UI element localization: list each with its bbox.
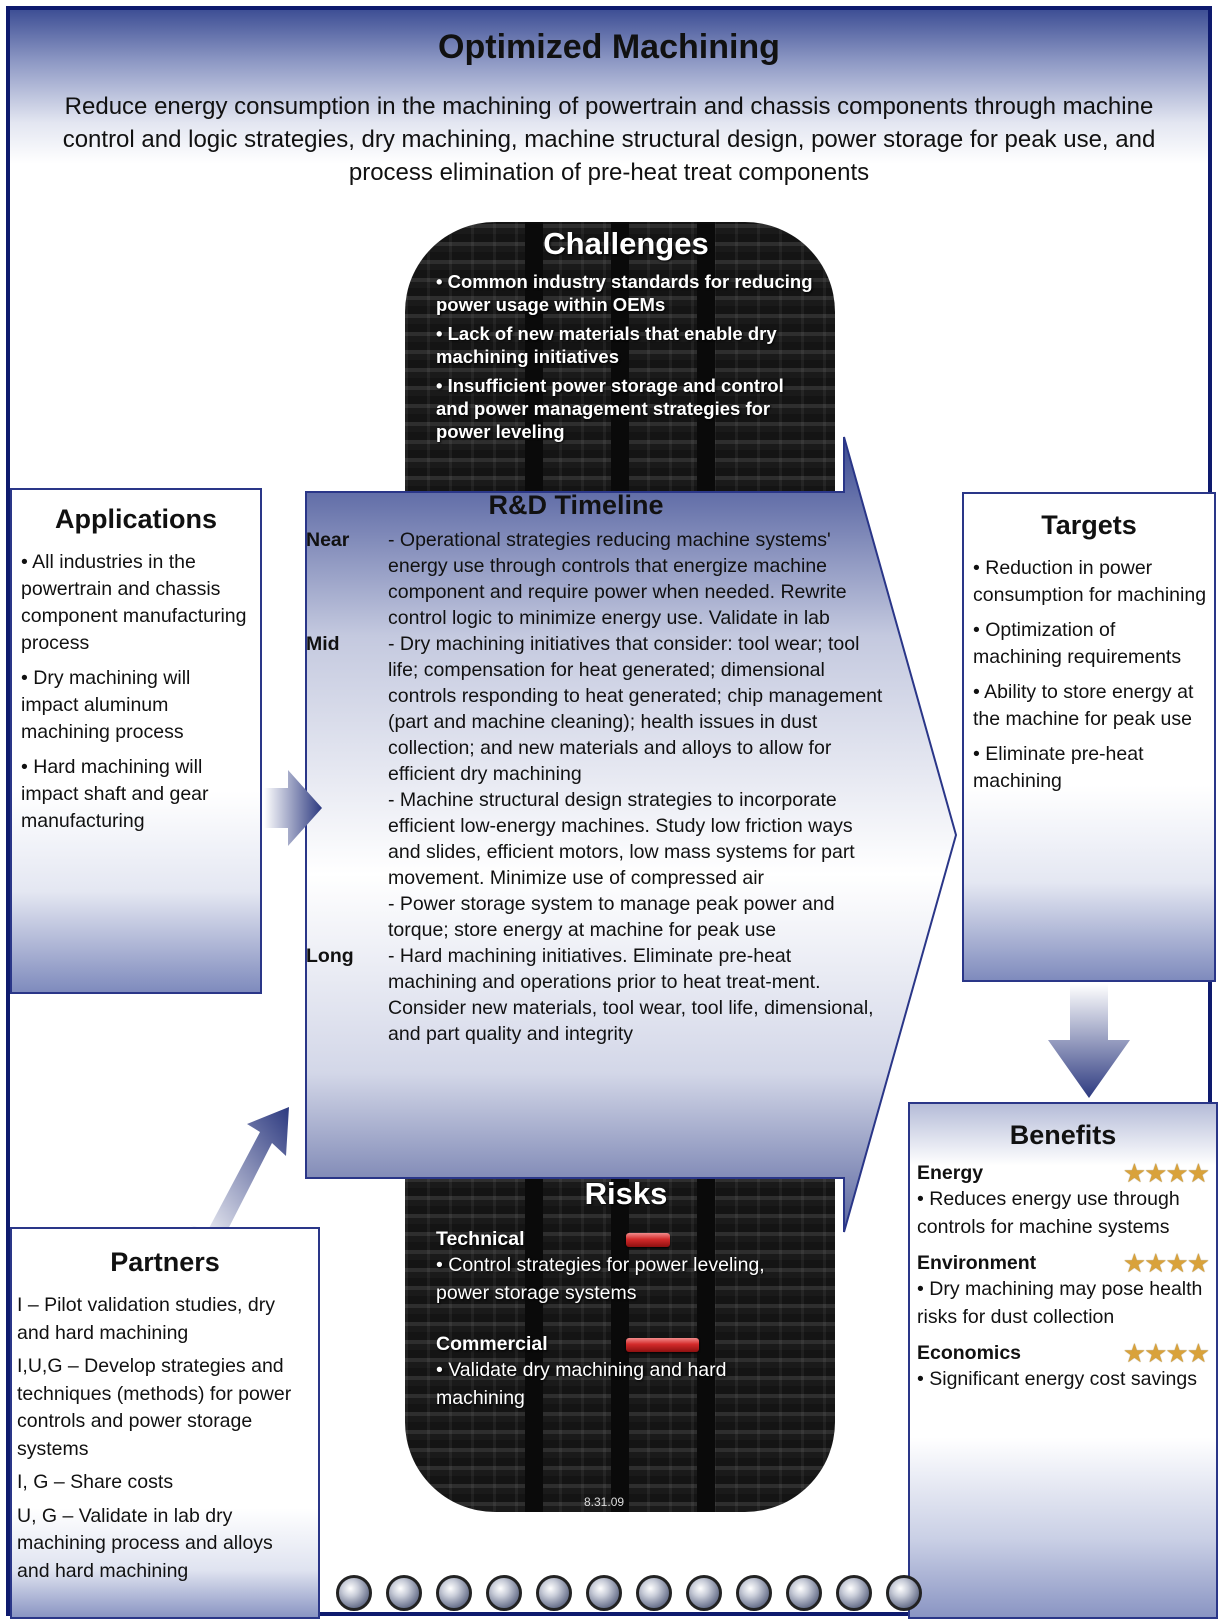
challenges-list: • Common industry standards for reducing… xyxy=(436,270,816,443)
target-item: • Reduction in power consumption for mac… xyxy=(973,557,1207,606)
partners-arrow xyxy=(190,1107,289,1241)
timeline-text: - Operational strategies reducing machin… xyxy=(388,529,847,629)
timeline-row-mid-3: - Power storage system to manage peak po… xyxy=(306,891,906,943)
timeline-label xyxy=(306,891,388,943)
benefit-text: • Significant energy cost savings xyxy=(917,1368,1197,1390)
rd-timeline: R&D Timeline Near - Operational strategi… xyxy=(306,490,906,1180)
challenges-section: Challenges • Common industry standards f… xyxy=(436,226,816,449)
footer-dot-icon xyxy=(586,1575,622,1611)
challenges-title: Challenges xyxy=(543,226,709,261)
timeline-text: - Power storage system to manage peak po… xyxy=(388,893,835,941)
application-item: • Dry machining will impact aluminum mac… xyxy=(21,667,191,743)
star-rating-icon: ★★★★ xyxy=(1122,1338,1210,1368)
targets-box: Targets • Reduction in power consumption… xyxy=(962,492,1216,982)
partner-item: I – Pilot validation studies, dry and ha… xyxy=(17,1294,275,1344)
risk-name: Technical xyxy=(436,1228,525,1250)
targets-arrow xyxy=(1048,984,1130,1098)
footer-dot-icon xyxy=(786,1575,822,1611)
risk-text: • Control strategies for power leveling,… xyxy=(436,1254,765,1304)
timeline-label xyxy=(306,787,388,891)
risks-section: Risks Technical • Control strategies for… xyxy=(436,1176,816,1412)
timeline-text: - Machine structural design strategies t… xyxy=(388,789,855,889)
risk-level-bar xyxy=(626,1232,670,1247)
partner-item: U, G – Validate in lab dry machining pro… xyxy=(17,1504,273,1582)
benefit-environment: Environment ★★★★ xyxy=(917,1248,1210,1278)
timeline-title: R&D Timeline xyxy=(488,490,664,520)
timeline-arrow xyxy=(305,436,958,1233)
timeline-row-long: Long - Hard machining initiatives. Elimi… xyxy=(306,943,906,1047)
timeline-text: - Hard machining initiatives. Eliminate … xyxy=(388,945,874,1045)
applications-title: Applications xyxy=(54,504,217,534)
applications-box: Applications • All industries in the pow… xyxy=(10,488,262,994)
application-item: • All industries in the powertrain and c… xyxy=(21,551,247,654)
benefit-name: Environment xyxy=(917,1251,1037,1274)
benefits-box: Benefits Energy ★★★★ • Reduces energy us… xyxy=(908,1102,1218,1619)
star-rating-icon: ★★★★ xyxy=(1122,1158,1210,1188)
target-item: • Eliminate pre-heat machining xyxy=(973,743,1144,792)
partners-box: Partners I – Pilot validation studies, d… xyxy=(10,1227,320,1619)
risk-technical: Technical xyxy=(436,1228,816,1251)
benefit-text: • Reduces energy use through controls fo… xyxy=(917,1188,1180,1238)
page-title: Optimized Machining xyxy=(438,28,780,66)
risk-commercial: Commercial xyxy=(436,1333,816,1356)
application-item: • Hard machining will impact shaft and g… xyxy=(21,756,209,832)
benefits-title: Benefits xyxy=(1009,1120,1117,1150)
footer-dot-icon xyxy=(836,1575,872,1611)
timeline-row-mid: Mid - Dry machining initiatives that con… xyxy=(306,631,906,787)
benefit-energy: Energy ★★★★ xyxy=(917,1158,1210,1188)
risk-level-bar xyxy=(626,1337,699,1352)
footer-dot-icon xyxy=(386,1575,422,1611)
timeline-label: Long xyxy=(306,945,354,967)
risks-title: Risks xyxy=(584,1176,668,1211)
footer-dot-icon xyxy=(486,1575,522,1611)
footer-dots xyxy=(336,1575,922,1611)
footer-dot-icon xyxy=(536,1575,572,1611)
page-subtitle: Reduce energy consumption in the machini… xyxy=(62,93,1156,186)
benefit-name: Energy xyxy=(917,1161,984,1184)
timeline-text: - Dry machining initiatives that conside… xyxy=(388,633,883,785)
partner-item: I,U,G – Develop strategies and technique… xyxy=(17,1355,292,1460)
partners-title: Partners xyxy=(110,1247,220,1277)
challenge-item: • Common industry standards for reducing… xyxy=(436,271,813,315)
date-label: 8.31.09 xyxy=(584,1495,625,1509)
challenge-item: • Lack of new materials that enable dry … xyxy=(436,323,777,367)
timeline-row-near: Near - Operational strategies reducing m… xyxy=(306,527,906,631)
partner-item: I, G – Share costs xyxy=(17,1471,174,1493)
benefit-text: • Dry machining may pose health risks fo… xyxy=(917,1278,1203,1328)
footer-dot-icon xyxy=(636,1575,672,1611)
footer-dot-icon xyxy=(336,1575,372,1611)
footer-dot-icon xyxy=(886,1575,922,1611)
timeline-row-mid-2: - Machine structural design strategies t… xyxy=(306,787,906,891)
timeline-label: Near xyxy=(306,529,350,551)
star-rating-icon: ★★★★ xyxy=(1122,1248,1210,1278)
risk-text: • Validate dry machining and hard machin… xyxy=(436,1359,727,1409)
header: Optimized Machining Reduce energy consum… xyxy=(10,10,1208,215)
risk-name: Commercial xyxy=(436,1333,548,1355)
footer-dot-icon xyxy=(436,1575,472,1611)
timeline-label: Mid xyxy=(306,633,340,655)
challenge-item: • Insufficient power storage and control… xyxy=(436,375,784,442)
footer-dot-icon xyxy=(736,1575,772,1611)
target-item: • Optimization of machining requirements xyxy=(973,619,1182,668)
applications-arrow xyxy=(264,770,322,846)
benefit-economics: Economics ★★★★ xyxy=(917,1338,1210,1368)
target-item: • Ability to store energy at the machine… xyxy=(973,681,1194,730)
benefit-name: Economics xyxy=(917,1341,1022,1364)
footer-dot-icon xyxy=(686,1575,722,1611)
targets-title: Targets xyxy=(1041,510,1137,540)
